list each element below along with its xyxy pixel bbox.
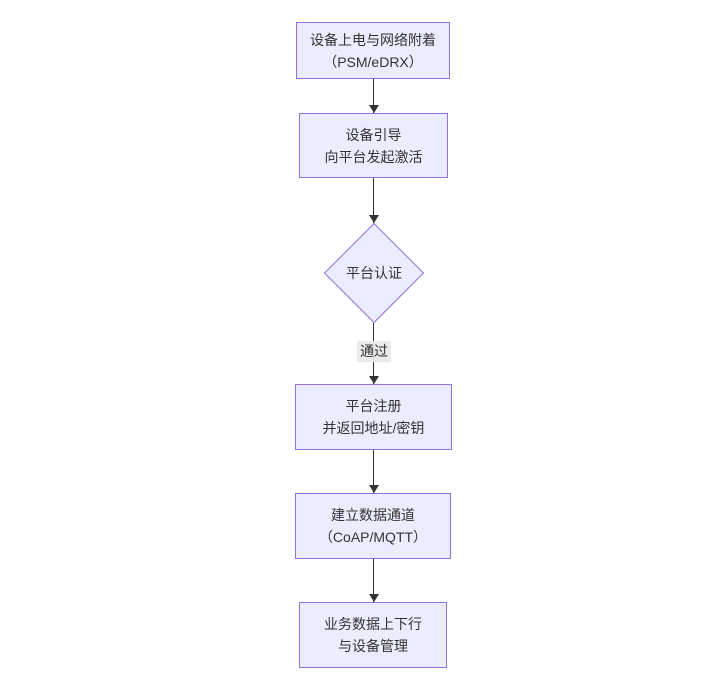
node-text-line: 并返回地址/密钥 — [322, 420, 425, 436]
node-text-line: 设备上电与网络附着 — [310, 31, 436, 48]
edge-arrow-4 — [369, 450, 379, 493]
edge-arrow-2 — [369, 178, 379, 223]
node-platform-register: 平台注册 并返回地址/密钥 — [295, 384, 452, 450]
node-text-line: 与设备管理 — [338, 638, 408, 654]
node-business-data: 业务数据上下行 与设备管理 — [299, 602, 447, 668]
node-text-line: 设备引导 — [345, 126, 402, 143]
node-text-line: 向平台发起激活 — [324, 148, 423, 165]
edge-arrow-5 — [369, 559, 379, 602]
node-text-line: （CoAP/MQTT） — [318, 529, 428, 545]
edge-arrow-1 — [369, 79, 379, 113]
node-text-line: 业务数据上下行 — [324, 616, 422, 632]
node-device-bootstrap: 设备引导 向平台发起激活 — [299, 113, 448, 178]
node-text-line: 平台认证 — [346, 265, 402, 281]
edge-label-pass: 通过 — [357, 341, 391, 362]
node-platform-auth: 平台认证 — [323, 222, 425, 324]
node-text-line: 建立数据通道 — [331, 507, 415, 523]
node-text-line: 平台注册 — [345, 398, 402, 414]
node-power-on-attach: 设备上电与网络附着 （PSM/eDRX） — [296, 22, 450, 79]
node-text-line: （PSM/eDRX） — [323, 53, 423, 70]
node-data-channel: 建立数据通道 （CoAP/MQTT） — [295, 493, 451, 559]
